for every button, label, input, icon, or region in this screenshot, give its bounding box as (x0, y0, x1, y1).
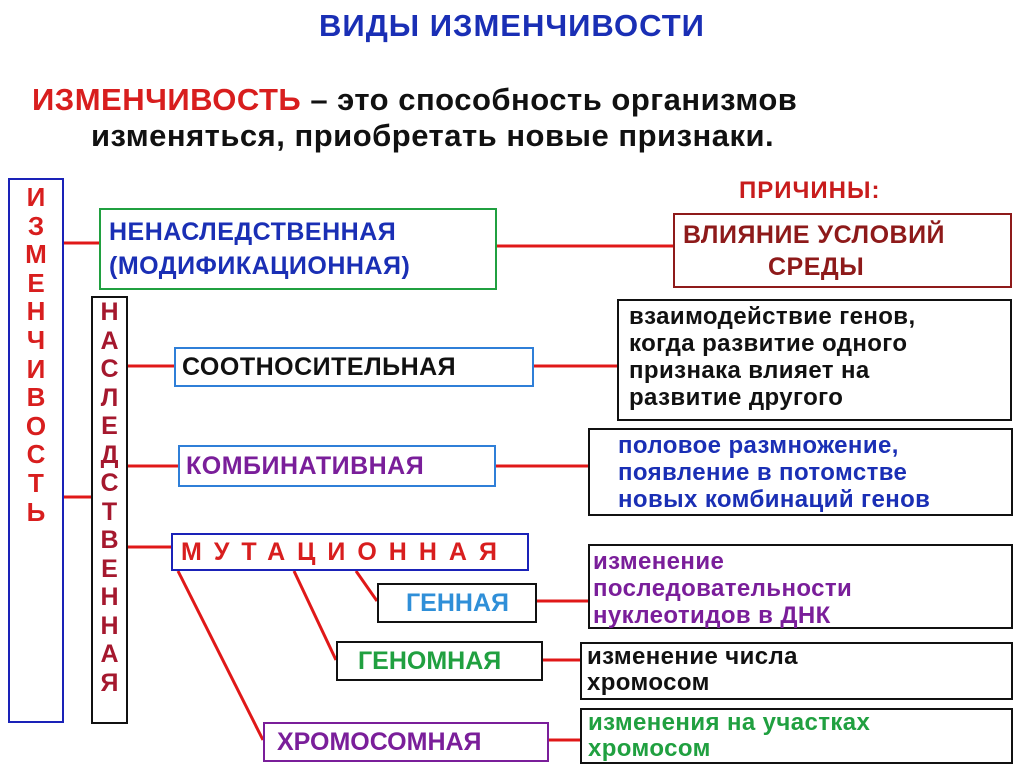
gene-mutation-box: ГЕННАЯ (377, 583, 537, 623)
combinative-box: КОМБИНАТИВНАЯ (178, 445, 496, 487)
cause-line-1: ВЛИЯНИЕ УСЛОВИЙ (683, 221, 946, 249)
variability-letter: Ч (26, 324, 46, 355)
cause-environment-box: ВЛИЯНИЕ УСЛОВИЙ СРЕДЫ (673, 213, 1012, 288)
page-title: ВИДЫ ИЗМЕНЧИВОСТИ (319, 8, 705, 43)
non-hereditary-box: НЕНАСЛЕДСТВЕННАЯ (МОДИФИКАЦИОННАЯ) (99, 208, 497, 290)
definition-line-1: ИЗМЕНЧИВОСТЬ – это способность организмо… (32, 82, 797, 118)
hereditary-letter: Н (100, 298, 119, 326)
description-line: изменение числа (587, 643, 798, 670)
hereditary-letter: Я (100, 668, 119, 697)
variability-letter: З (27, 210, 45, 241)
hereditary-letter: Н (100, 611, 119, 640)
description-line: когда развитие одного (629, 330, 908, 357)
chromosomal-mutation-description: изменения на участках хромосом (580, 708, 1013, 764)
hereditary-letter: А (100, 326, 119, 355)
description-line: нуклеотидов в ДНК (593, 602, 831, 629)
variability-letter: О (25, 410, 47, 441)
hereditary-letter: Е (101, 412, 118, 440)
variability-letter: И (26, 182, 46, 212)
connector-mutational-to-gene (354, 570, 379, 602)
description-line: хромосом (587, 669, 710, 696)
variability-letter: Ь (26, 496, 46, 527)
hereditary-letter: С (100, 355, 119, 383)
hereditary-letter: В (100, 526, 119, 554)
description-line: новых комбинаций генов (618, 486, 931, 513)
description-line: половое размножение, (618, 432, 899, 459)
correlative-box: СООТНОСИТЕЛЬНАЯ (174, 347, 534, 387)
gene-mutation-description: изменение последовательности нуклеотидов… (588, 544, 1013, 629)
variability-letter: Т (28, 467, 44, 498)
variability-letter: И (26, 353, 46, 384)
connector-mutational-to-chromosomal (176, 570, 265, 741)
variability-letter: С (26, 439, 46, 470)
definition-rest: – это способность организмов (301, 82, 798, 117)
description-line: появление в потомстве (618, 459, 908, 486)
definition-line-2: изменяться, приобретать новые признаки. (91, 118, 775, 153)
description-line: изменения на участках (588, 709, 871, 736)
description-line: развитие другого (629, 384, 844, 411)
definition-term: ИЗМЕНЧИВОСТЬ (32, 82, 302, 117)
variability-letter: В (26, 382, 46, 413)
variability-vertical-box: И З М Е Н Ч И В О С Т Ь (8, 178, 64, 723)
hereditary-letter: Т (101, 497, 118, 526)
hereditary-letter: Л (100, 383, 119, 412)
combinative-description: половое размножение, появление в потомст… (588, 428, 1013, 516)
hereditary-letter: С (100, 469, 119, 497)
connector-mutational-to-genomic (292, 570, 338, 661)
description-line: признака влияет на (629, 357, 870, 384)
chromosomal-mutation-box: ХРОМОСОМНАЯ (263, 722, 549, 762)
genomic-mutation-box: ГЕНОМНАЯ (336, 641, 543, 681)
variability-letter: Н (26, 296, 46, 327)
hereditary-letter: Е (101, 554, 118, 583)
description-line: изменение (593, 548, 725, 575)
description-line: последовательности (593, 575, 853, 602)
modification-label: (МОДИФИКАЦИОННАЯ) (109, 252, 411, 280)
hereditary-letter: Н (100, 583, 119, 611)
description-line: взаимодействие генов, (629, 303, 916, 330)
mutational-box: МУТАЦИОННАЯ (171, 533, 529, 571)
cause-line-2: СРЕДЫ (768, 253, 865, 281)
reasons-heading: ПРИЧИНЫ: (739, 177, 881, 204)
hereditary-letter: А (100, 640, 119, 668)
correlative-description: взаимодействие генов, когда развитие одн… (617, 299, 1012, 421)
hereditary-vertical-box: Н А С Л Е Д С Т В Е Н Н А Я (91, 296, 128, 724)
hereditary-letter: Д (100, 440, 119, 469)
non-hereditary-label: НЕНАСЛЕДСТВЕННАЯ (109, 218, 397, 246)
variability-letter: М (25, 239, 47, 270)
description-line: хромосом (588, 735, 711, 762)
genomic-mutation-description: изменение числа хромосом (580, 642, 1013, 700)
variability-letter: Е (27, 267, 45, 298)
